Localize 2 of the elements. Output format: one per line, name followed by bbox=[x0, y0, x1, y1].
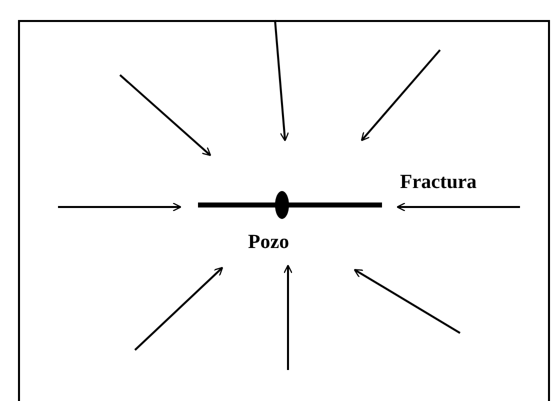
annotation-label: Fractura bbox=[400, 172, 477, 192]
annotation-label: Pozo bbox=[248, 232, 290, 252]
